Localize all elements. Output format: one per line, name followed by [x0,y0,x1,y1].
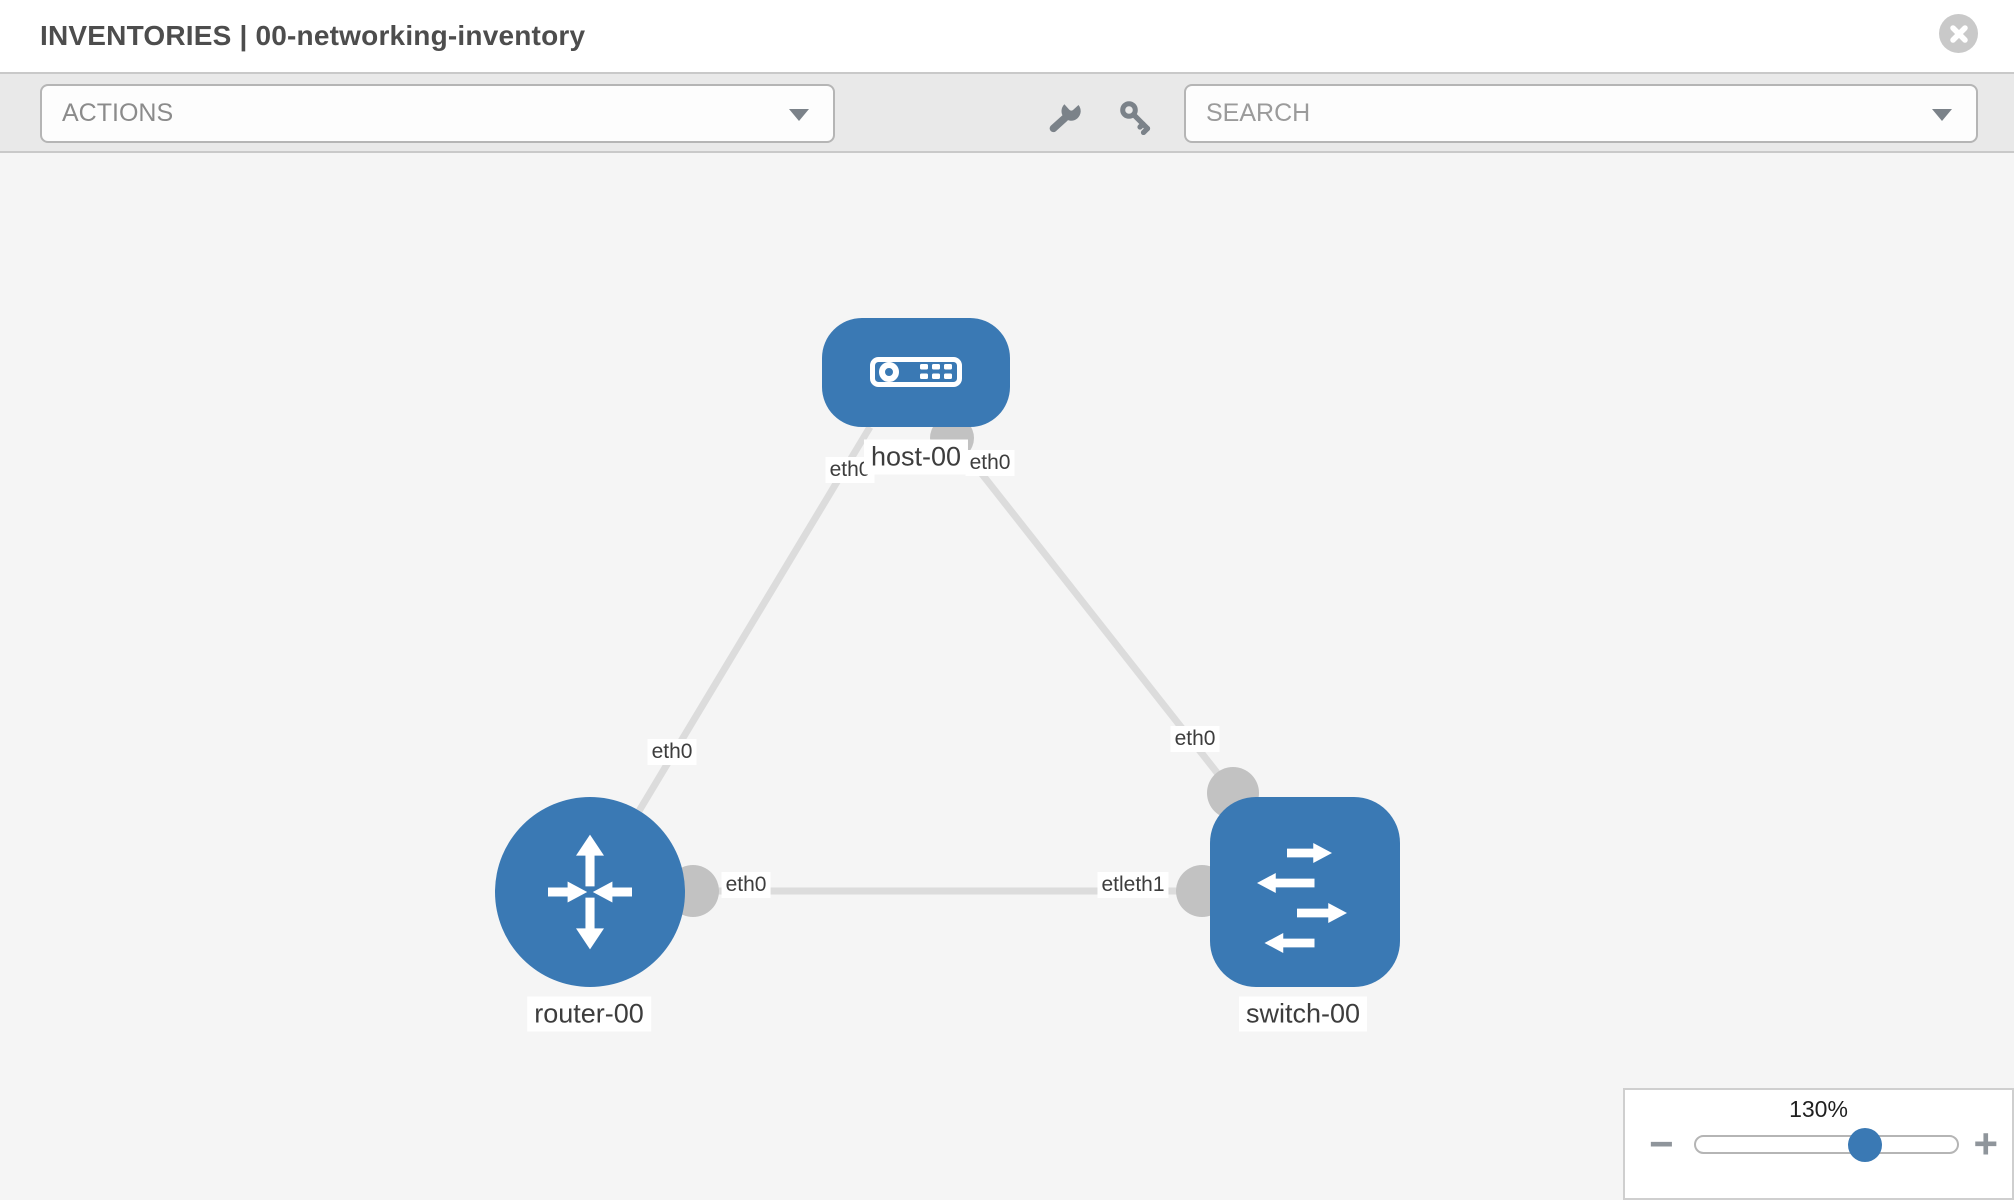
interface-label: eth0 [1170,726,1220,752]
topology-canvas[interactable] [0,153,2014,1200]
zoom-slider-track[interactable] [1694,1135,1959,1154]
search-placeholder: SEARCH [1206,99,1311,127]
interface-label: eth0 [965,450,1015,476]
interface-label: eth0 [721,872,771,898]
page-title: INVENTORIES | 00-networking-inventory [40,20,586,51]
toolbar: ACTIONS SEARCH [0,72,2014,153]
node-router[interactable] [495,797,685,987]
search-dropdown[interactable]: SEARCH [1184,84,1978,143]
interface-connectors [667,416,1259,917]
chevron-down-icon [789,108,809,121]
switch-icon [1257,843,1347,953]
chevron-down-icon [1932,108,1952,121]
wrench-icon[interactable] [1047,99,1083,135]
node-switch[interactable] [1210,797,1400,987]
node-label-host: host-00 [863,439,969,475]
actions-dropdown-label: ACTIONS [62,99,174,127]
host-icon [870,357,962,387]
key-icon[interactable] [1118,99,1154,135]
close-icon [1949,24,1968,43]
node-label-switch: switch-00 [1238,996,1368,1032]
zoom-level: 130% [1789,1096,1848,1122]
header: INVENTORIES | 00-networking-inventory [0,0,2014,72]
zoom-out-button[interactable]: − [1649,1120,1674,1167]
zoom-panel: 130% − + [1623,1088,2014,1200]
topology-links [636,425,1236,895]
close-button[interactable] [1939,14,1978,53]
node-host[interactable] [822,318,1010,427]
zoom-in-button[interactable]: + [1973,1120,1998,1167]
interface-label: etleth1 [1097,872,1169,898]
actions-dropdown[interactable]: ACTIONS [40,84,835,143]
router-icon [547,834,632,950]
zoom-slider-thumb[interactable] [1848,1128,1882,1162]
interface-label: eth0 [647,739,697,765]
node-label-router: router-00 [527,996,651,1032]
